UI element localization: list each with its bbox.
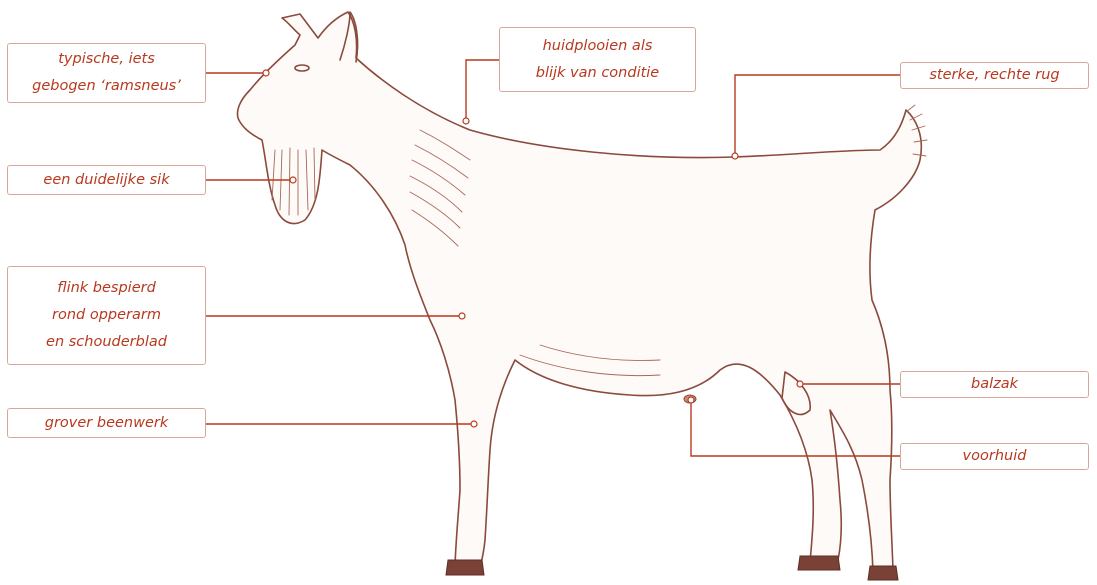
label-spieren: flink bespierd rond opperarm en schouder… <box>7 266 206 365</box>
label-balzak-line-1: balzak <box>971 371 1018 398</box>
label-voorhuid: voorhuid <box>900 443 1089 470</box>
label-sik: een duidelijke sik <box>7 165 206 195</box>
label-balzak: balzak <box>900 371 1089 398</box>
label-beenwerk-line-1: grover beenwerk <box>45 410 168 437</box>
label-spieren-line-3: en schouderblad <box>46 329 167 356</box>
label-huidplooien-line-1: huidplooien als <box>543 33 653 60</box>
goat-outline <box>238 12 922 572</box>
label-voorhuid-line-1: voorhuid <box>963 443 1027 470</box>
label-ramsneus-line-2: gebogen ‘ramsneus’ <box>32 73 181 100</box>
hoof-hind-left <box>798 556 840 570</box>
label-rug: sterke, rechte rug <box>900 62 1089 89</box>
label-ramsneus-line-1: typische, iets <box>58 46 155 73</box>
label-huidplooien: huidplooien als blijk van conditie <box>499 27 696 92</box>
label-huidplooien-line-2: blijk van conditie <box>536 60 659 87</box>
hoof-hind-right <box>868 566 898 580</box>
label-sik-line-1: een duidelijke sik <box>43 167 169 194</box>
label-spieren-line-1: flink bespierd <box>57 275 156 302</box>
label-spieren-line-2: rond opperarm <box>52 302 161 329</box>
label-rug-line-1: sterke, rechte rug <box>929 62 1059 89</box>
label-ramsneus: typische, iets gebogen ‘ramsneus’ <box>7 43 206 103</box>
label-beenwerk: grover beenwerk <box>7 408 206 438</box>
hoof-front <box>446 560 484 575</box>
